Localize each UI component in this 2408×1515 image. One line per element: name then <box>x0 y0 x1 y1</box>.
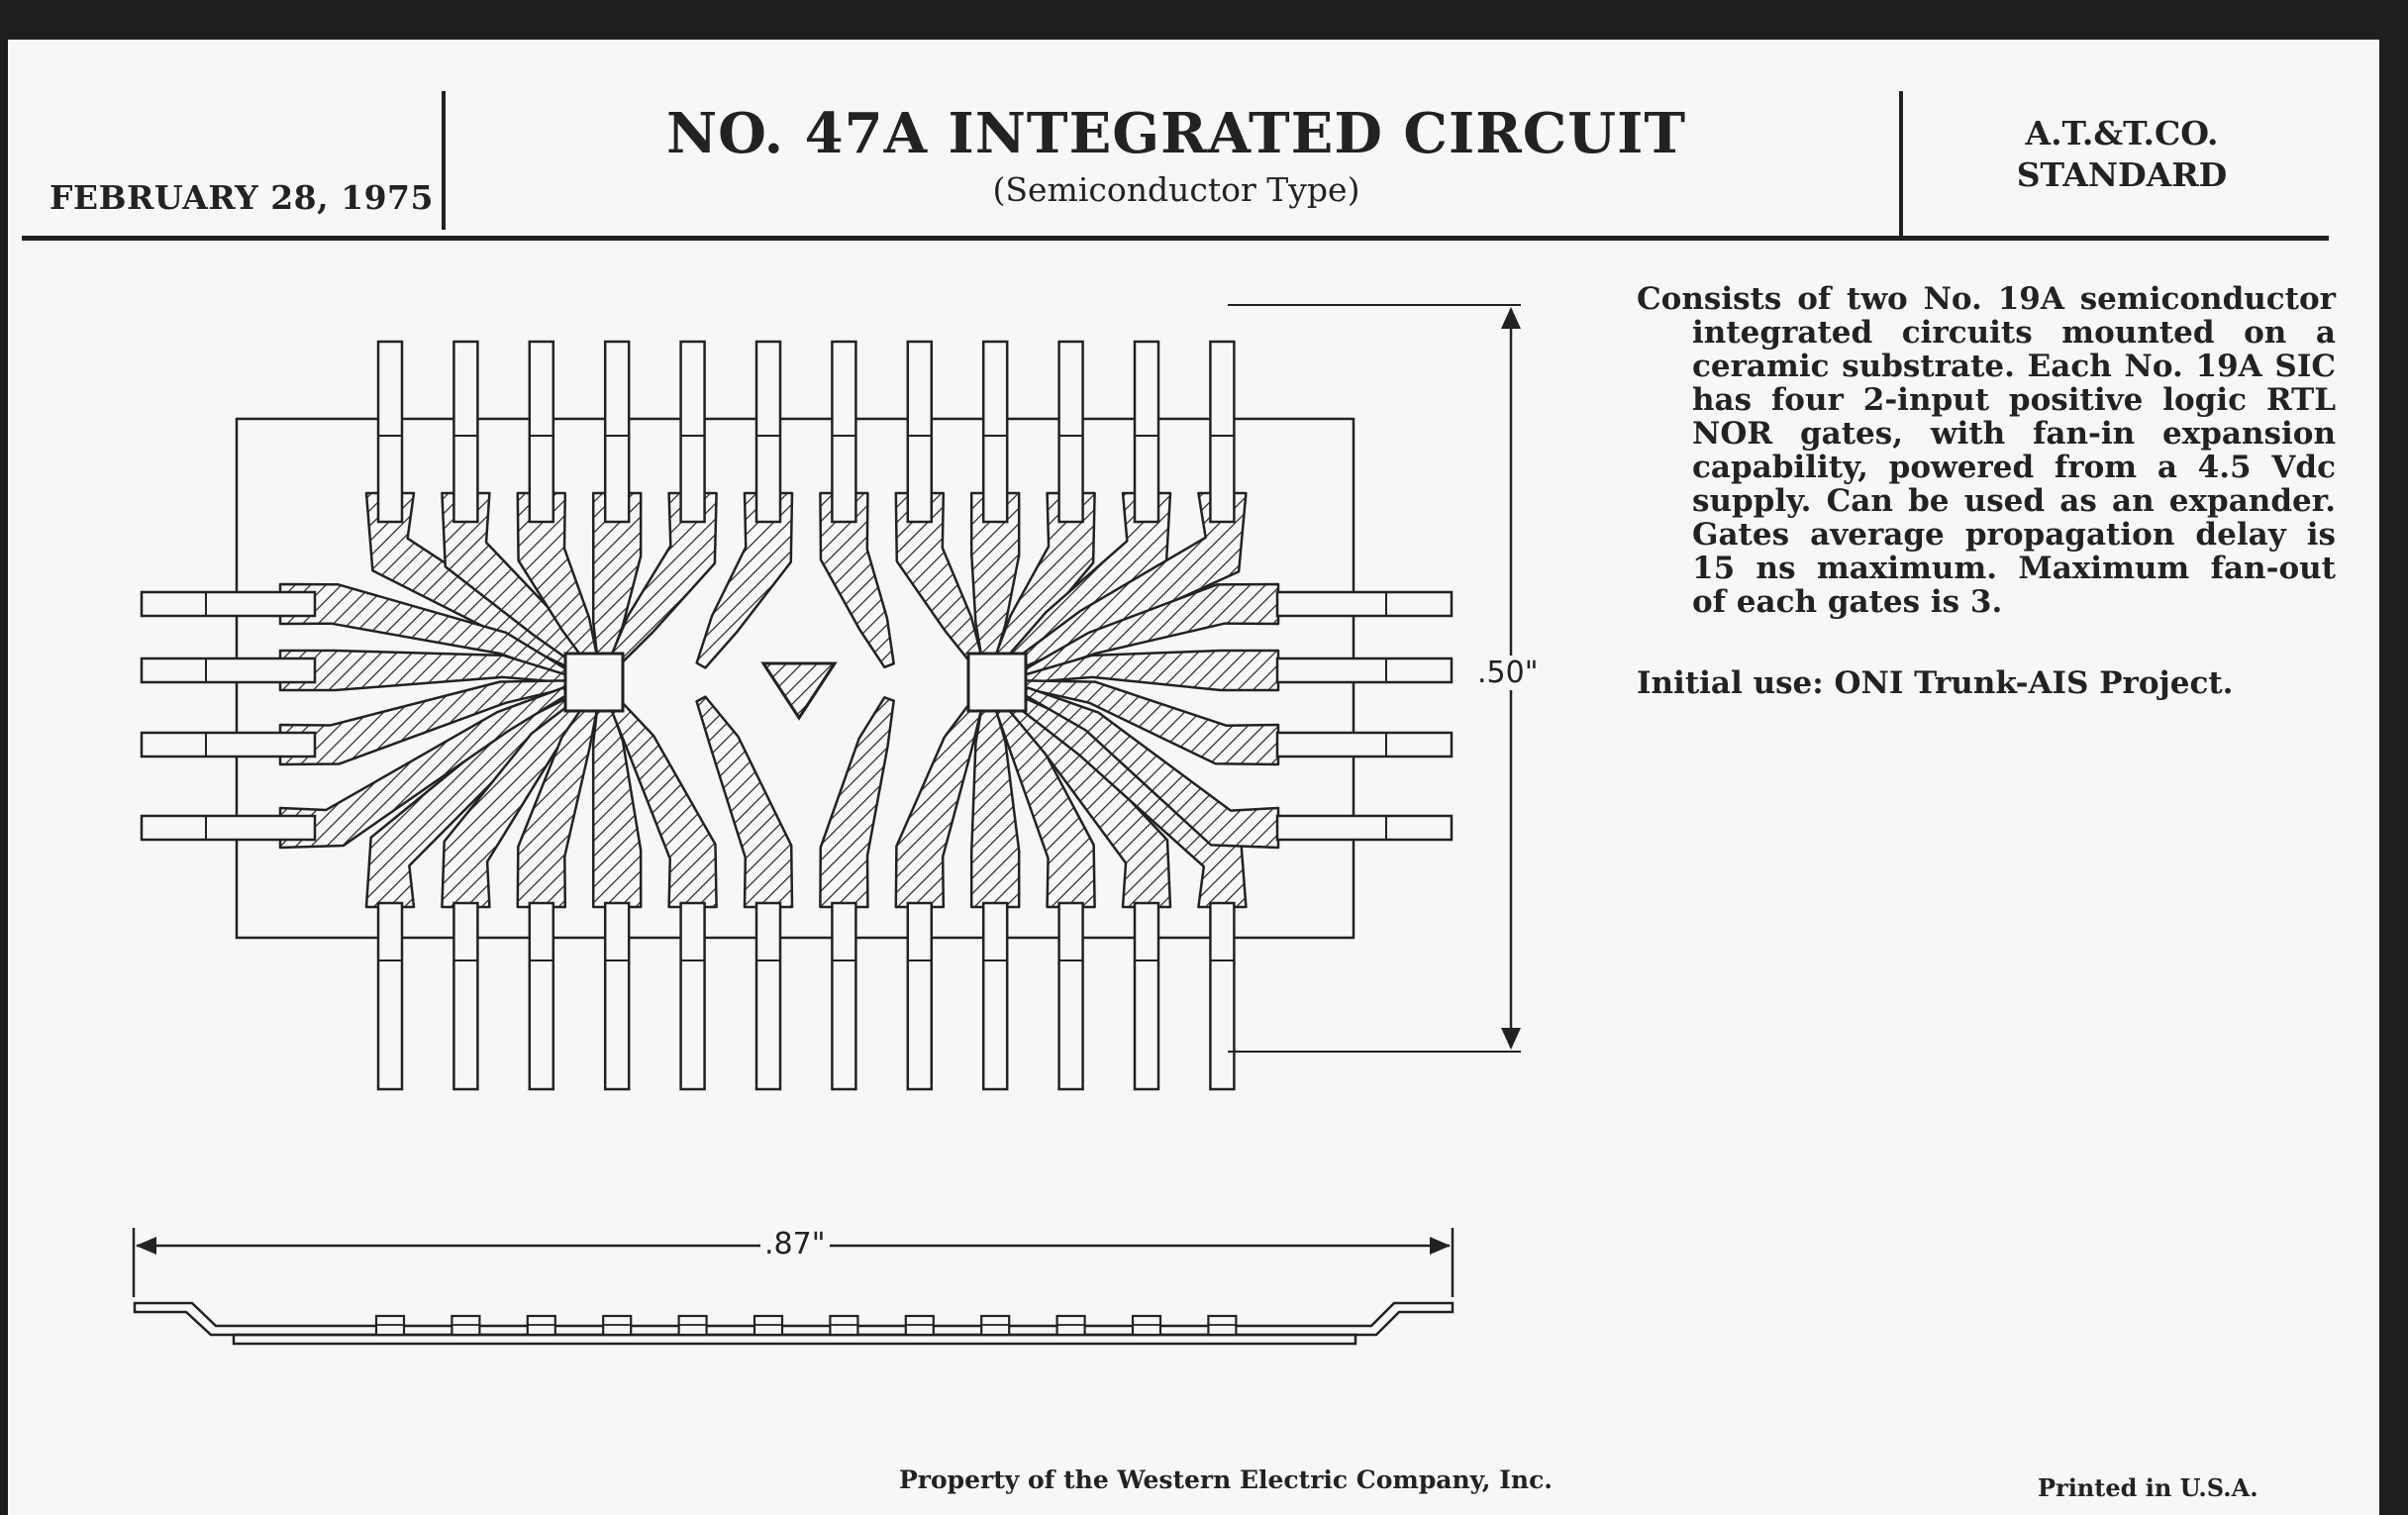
lead-bottom <box>528 901 555 1091</box>
description-text: Consists of two No. 19A semiconductor in… <box>1637 281 2336 620</box>
header-divider-right <box>1899 91 1903 238</box>
lead-top <box>831 340 857 524</box>
lead-top <box>1057 340 1084 524</box>
lead-bottom <box>754 901 782 1091</box>
height-dimension-label: .50" <box>1473 656 1543 690</box>
property-notice: Property of the Western Electric Company… <box>899 1465 1554 1494</box>
circuit-drawing <box>132 304 1521 1346</box>
lead-left <box>140 814 317 842</box>
side-view <box>133 1301 1455 1346</box>
trace-bottom <box>894 695 985 909</box>
ic-chip-left <box>563 652 625 713</box>
initial-use: Initial use: ONI Trunk-AIS Project. <box>1637 665 2234 701</box>
header-divider-left <box>442 91 446 230</box>
lead-top <box>603 340 631 524</box>
lead-bottom <box>906 901 934 1091</box>
lead-frame <box>140 340 1454 1091</box>
lead-top <box>981 340 1009 524</box>
center-triangle <box>760 661 838 721</box>
lead-top <box>452 340 479 524</box>
lead-bottom <box>603 901 631 1091</box>
width-dimension-label: .87" <box>760 1227 830 1262</box>
lead-bottom <box>679 901 706 1091</box>
lead-top <box>679 340 706 524</box>
lead-top <box>906 340 934 524</box>
lead-left <box>140 590 317 618</box>
trace-bottom <box>695 695 794 909</box>
lead-top <box>528 340 555 524</box>
lead-left <box>140 731 317 758</box>
org-standard: STANDARD <box>2016 155 2228 194</box>
trace-left <box>278 686 568 850</box>
lead-bottom <box>1209 901 1236 1091</box>
lead-top <box>1209 340 1236 524</box>
printed-notice: Printed in U.S.A. <box>2038 1473 2258 1502</box>
lead-top <box>754 340 782 524</box>
sheet-subtitle: (Semiconductor Type) <box>992 170 1360 209</box>
lead-bottom <box>1133 901 1160 1091</box>
lead-bottom <box>981 901 1009 1091</box>
lead-bottom <box>1057 901 1084 1091</box>
lead-bottom <box>452 901 479 1091</box>
standard-label: A.T.&T.CO. STANDARD <box>1909 113 2335 196</box>
sheet-title: NO. 47A INTEGRATED CIRCUIT <box>665 101 1687 166</box>
lead-left <box>140 656 317 684</box>
standard-sheet: FEBRUARY 28, 1975 NO. 47A INTEGRATED CIR… <box>8 40 2379 1515</box>
lead-right <box>1275 814 1454 842</box>
header-rule <box>22 236 2329 241</box>
lead-bottom <box>376 901 404 1091</box>
org-name: A.T.&T.CO. <box>2025 114 2219 152</box>
trace-pattern <box>278 491 1280 909</box>
ic-chip-right <box>966 652 1028 713</box>
lead-right <box>1275 656 1454 684</box>
lead-right <box>1275 731 1454 758</box>
trace-top <box>695 491 794 669</box>
lead-right <box>1275 590 1454 618</box>
lead-bottom <box>831 901 857 1091</box>
trace-top <box>819 491 895 669</box>
lead-top <box>376 340 404 524</box>
lead-top <box>1133 340 1160 524</box>
sheet-date: FEBRUARY 28, 1975 <box>50 178 434 217</box>
trace-bottom <box>819 696 895 909</box>
